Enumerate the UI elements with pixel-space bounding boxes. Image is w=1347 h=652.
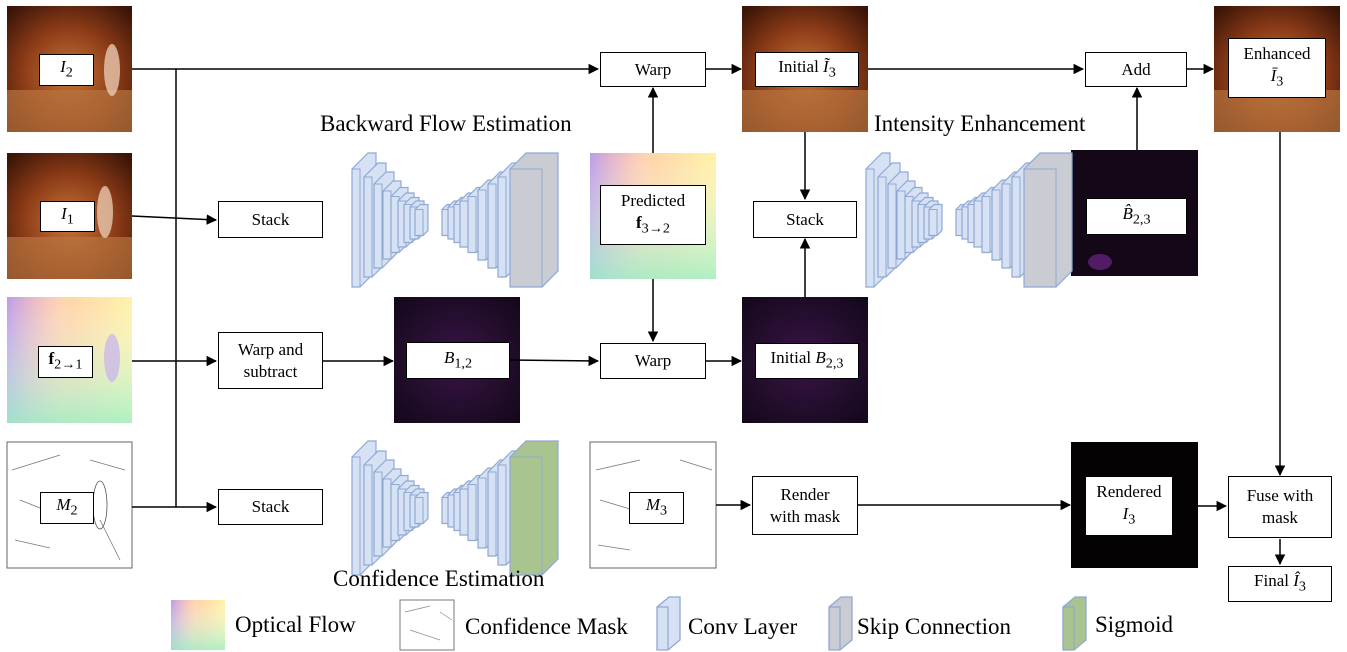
legend-optical-flow-label: Optical Flow bbox=[235, 612, 356, 637]
image-i2 bbox=[7, 6, 132, 132]
stack-box-top: Stack bbox=[218, 201, 323, 238]
legend-optical-flow-swatch bbox=[171, 600, 225, 650]
skip-connection-layer bbox=[509, 152, 559, 288]
legend-sigmoid-label: Sigmoid bbox=[1095, 612, 1173, 637]
legend-confidence-mask-swatch bbox=[399, 599, 455, 651]
conv-layer bbox=[414, 491, 429, 525]
label-m2: M2 bbox=[40, 492, 94, 524]
legend-skip-connection-label: Skip Connection bbox=[857, 614, 1011, 639]
section-title-intensity: Intensity Enhancement bbox=[874, 111, 1086, 136]
label-flow-f21: f2→1 bbox=[38, 346, 93, 378]
label-i2: I2 bbox=[39, 54, 94, 86]
add-box: Add bbox=[1085, 52, 1187, 87]
skip-connection-layer bbox=[1023, 152, 1073, 288]
section-title-flow: Backward Flow Estimation bbox=[320, 111, 572, 136]
label-b12: B1,2 bbox=[406, 342, 510, 379]
cnn-backward-flow bbox=[351, 152, 559, 288]
sigmoid-layer bbox=[509, 440, 559, 576]
final-output-box: Final Î3 bbox=[1228, 566, 1332, 602]
label-i1: I1 bbox=[40, 201, 95, 232]
label-m3: M3 bbox=[629, 492, 684, 524]
connectors bbox=[131, 63, 1286, 566]
label-initial-i3: Initial Ĩ3 bbox=[755, 52, 859, 87]
label-b23-hat: B̂2,3 bbox=[1086, 198, 1187, 235]
conv-layer bbox=[928, 203, 943, 237]
cnn-confidence-estimation bbox=[351, 440, 559, 576]
cnn-intensity-enhancement bbox=[865, 152, 1073, 288]
legend-skip-connection-swatch bbox=[828, 596, 853, 651]
legend-conv-layer-swatch bbox=[656, 596, 681, 651]
stack-box-bottom: Stack bbox=[218, 489, 323, 525]
label-initial-b23: Initial B2,3 bbox=[755, 343, 859, 379]
image-i1 bbox=[7, 153, 132, 279]
legend-confidence-mask-label: Confidence Mask bbox=[465, 614, 628, 639]
stack-box-mid: Stack bbox=[753, 201, 857, 238]
legend-sigmoid-swatch bbox=[1062, 596, 1087, 651]
warp-box-top: Warp bbox=[600, 52, 706, 87]
conv-layer bbox=[414, 203, 429, 237]
legend-conv-layer-label: Conv Layer bbox=[688, 614, 798, 639]
warp-box-mid: Warp bbox=[600, 343, 706, 379]
section-title-confidence: Confidence Estimation bbox=[333, 566, 545, 591]
